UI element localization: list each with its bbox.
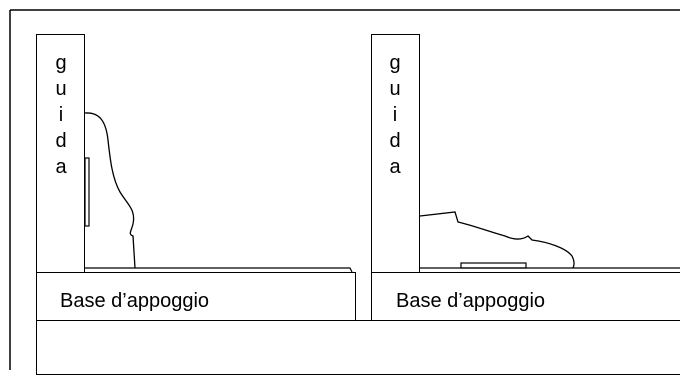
guide-right — [371, 34, 420, 273]
base-left — [36, 272, 356, 321]
base-right — [371, 272, 680, 321]
guide-letter: a — [389, 156, 401, 178]
base-label-right: Base d’appoggio — [396, 290, 546, 312]
guide-label-right: g u i d a — [386, 50, 404, 180]
guide-letter: d — [55, 130, 67, 152]
guide-letter: g — [389, 52, 401, 74]
base-label-left: Base d’appoggio — [60, 290, 210, 312]
guide-label-left: g u i d a — [52, 50, 70, 180]
guide-letter: i — [392, 104, 398, 126]
guide-letter: i — [58, 104, 64, 126]
guide-letter: d — [389, 130, 401, 152]
guide-letter: g — [55, 52, 67, 74]
guide-letter: u — [389, 78, 401, 100]
guide-letter: a — [55, 156, 67, 178]
guide-letter: u — [55, 78, 67, 100]
guide-left — [36, 34, 85, 273]
